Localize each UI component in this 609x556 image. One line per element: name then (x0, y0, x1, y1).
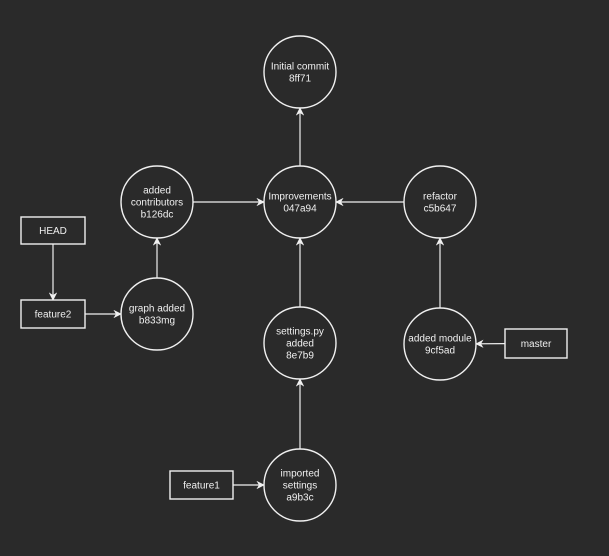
ref-box-feature1[interactable]: feature1 (169, 470, 234, 500)
commit-graph-label-line: b833mg (139, 316, 175, 327)
commit-imported-label-line: imported (281, 469, 320, 480)
ref-rect[interactable] (20, 216, 86, 245)
ref-label-feature1: feature1 (183, 481, 220, 492)
commit-imported-label-line: a9b3c (286, 493, 313, 504)
commit-refactor-label-line: c5b647 (424, 204, 457, 215)
commit-imported-label-line: settings (283, 481, 317, 492)
commit-circle[interactable] (120, 277, 194, 351)
ref-box-master[interactable]: master (504, 328, 568, 359)
commit-settings-label-line: added (286, 339, 314, 350)
commit-circle[interactable] (120, 165, 194, 239)
edges-layer (48, 107, 506, 490)
ref-rect[interactable] (504, 328, 568, 359)
commit-improvements-label-line: 047a94 (283, 204, 317, 215)
commit-circle[interactable] (263, 35, 337, 109)
ref-label-head: HEAD (39, 226, 67, 237)
commit-module-label-line: 9cf5ad (425, 346, 455, 357)
ref-box-feature2[interactable]: feature2 (20, 299, 86, 329)
ref-rect[interactable] (169, 470, 234, 500)
commit-settings-label-line: settings.py (276, 327, 324, 338)
commit-refactor-label-line: refactor (423, 192, 458, 203)
commit-module-label-line: added module (408, 334, 472, 345)
ref-rect[interactable] (20, 299, 86, 329)
commit-circle[interactable] (403, 165, 477, 239)
commit-contributors-label-line: added (143, 186, 171, 197)
ref-label-master: master (521, 339, 552, 350)
commit-improvements-label-line: Improvements (268, 192, 331, 203)
commit-settings-label-line: 8e7b9 (286, 351, 314, 362)
commit-initial-label-line: 8ff71 (289, 74, 311, 85)
commit-initial-label-line: Initial commit (271, 62, 330, 73)
ref-label-feature2: feature2 (35, 310, 72, 321)
commit-contributors-label-line: b126dc (141, 210, 174, 221)
commit-circle[interactable] (263, 306, 337, 380)
commit-circle[interactable] (263, 165, 337, 239)
commit-contributors-label-line: contributors (131, 198, 183, 209)
ref-box-head[interactable]: HEAD (20, 216, 86, 245)
commit-graph-label-line: graph added (129, 304, 185, 315)
commit-circle[interactable] (403, 307, 477, 381)
commit-circle[interactable] (263, 448, 337, 522)
